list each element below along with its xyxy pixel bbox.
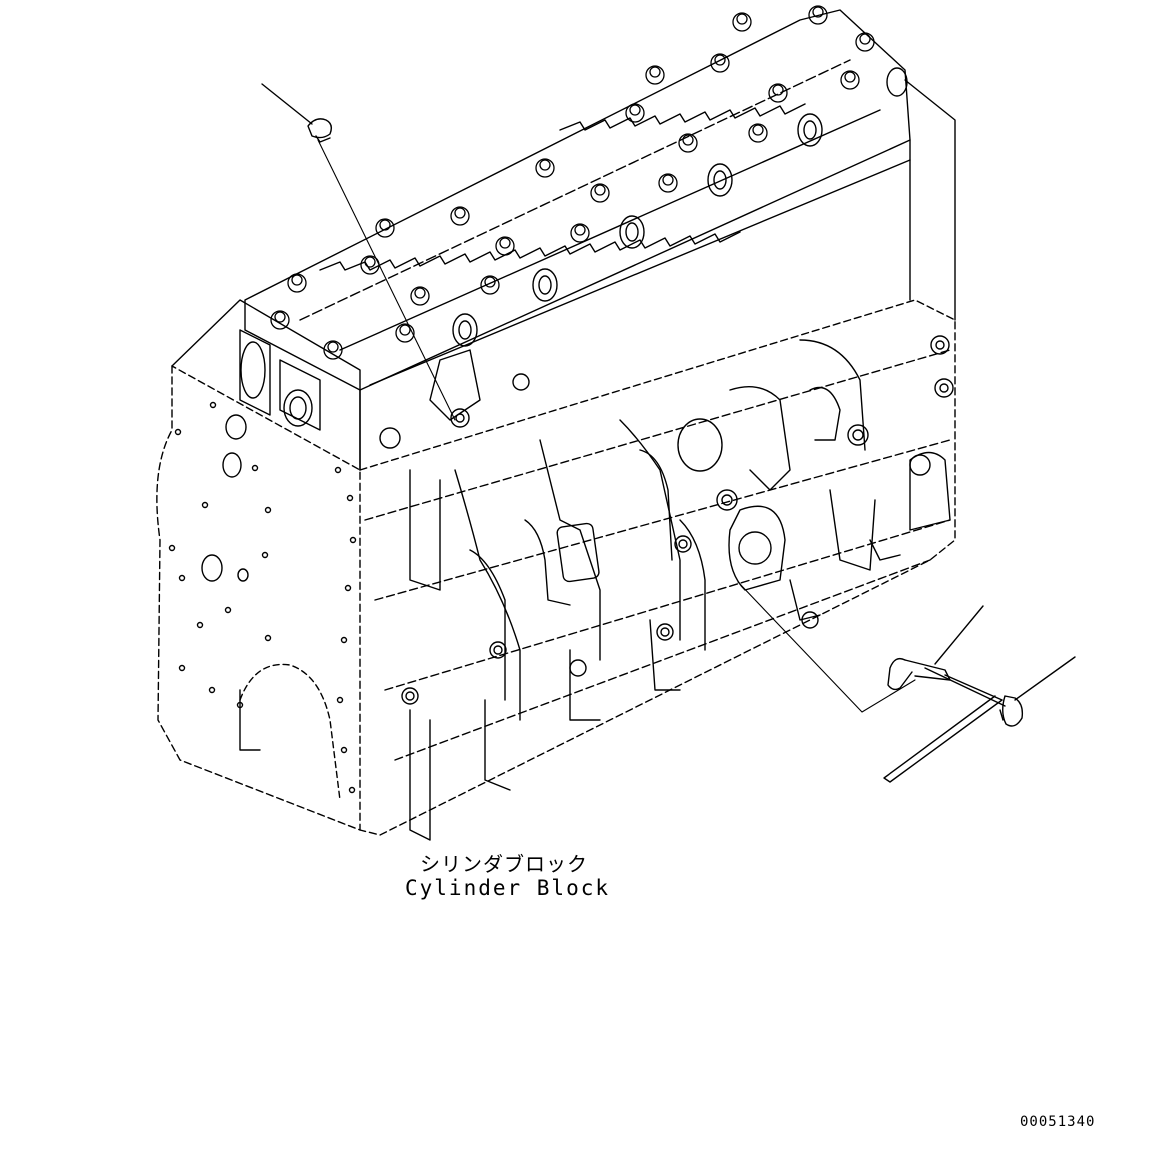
drawing-number: 00051340 (1020, 1114, 1096, 1130)
head-bolts (270, 5, 875, 360)
part-label-japanese: シリンダブロック (420, 852, 588, 876)
side-face-details (379, 335, 954, 841)
cylinder-block-body (156, 79, 956, 836)
dipstick-assembly (737, 581, 1076, 783)
plug-part-top (261, 83, 456, 421)
part-label-english: Cylinder Block (405, 876, 611, 900)
injector-bosses (452, 67, 908, 347)
bolt (270, 5, 875, 360)
front-face-details (168, 329, 357, 794)
cylinder-head (244, 9, 911, 471)
